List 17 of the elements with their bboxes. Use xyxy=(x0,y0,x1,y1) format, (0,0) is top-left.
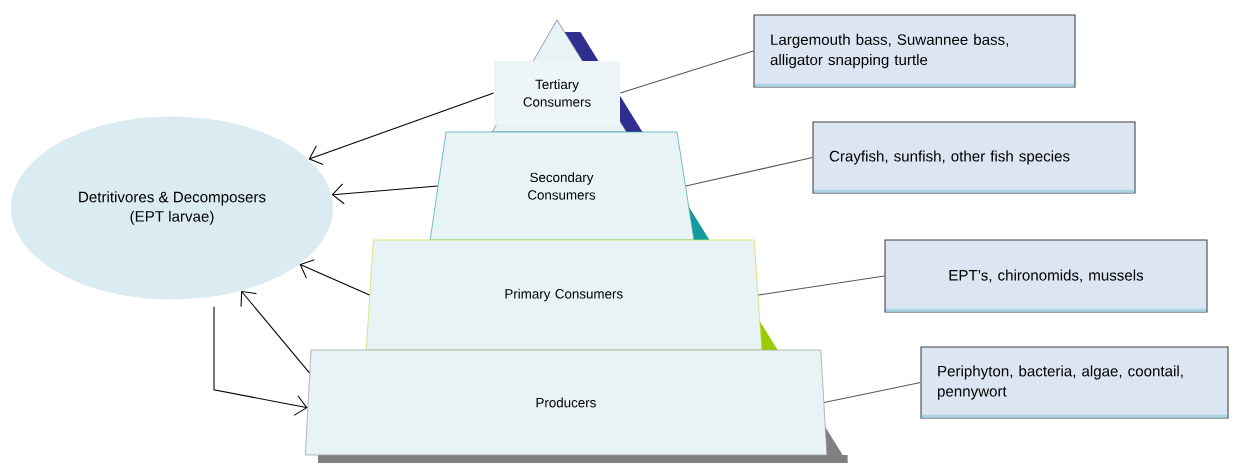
arrow xyxy=(240,291,310,374)
arrow xyxy=(299,259,370,296)
pyramid-band: Secondary Consumers xyxy=(429,131,695,241)
text-box: Largemouth bass, Suwannee bass, alligator snapping turtle xyxy=(753,14,1076,88)
leader-line xyxy=(685,156,813,187)
leader-line xyxy=(619,50,754,94)
text-box: EPT’s, chironomids, mussels xyxy=(884,239,1208,313)
arrow xyxy=(213,306,308,416)
pyramid-band: Producers xyxy=(305,349,828,456)
arrow xyxy=(331,183,439,205)
arrow xyxy=(308,92,495,166)
text-box: Crayfish, sunfish, other fish species xyxy=(812,121,1136,194)
text-box: Periphyton, bacteria, algae, coontail, pennywort xyxy=(920,346,1229,419)
leader-line xyxy=(757,275,885,296)
pyramid-band: Primary Consumers xyxy=(365,239,763,351)
pyramid-apex: Tertiary Consumers xyxy=(491,19,627,133)
leader-line xyxy=(823,381,921,403)
